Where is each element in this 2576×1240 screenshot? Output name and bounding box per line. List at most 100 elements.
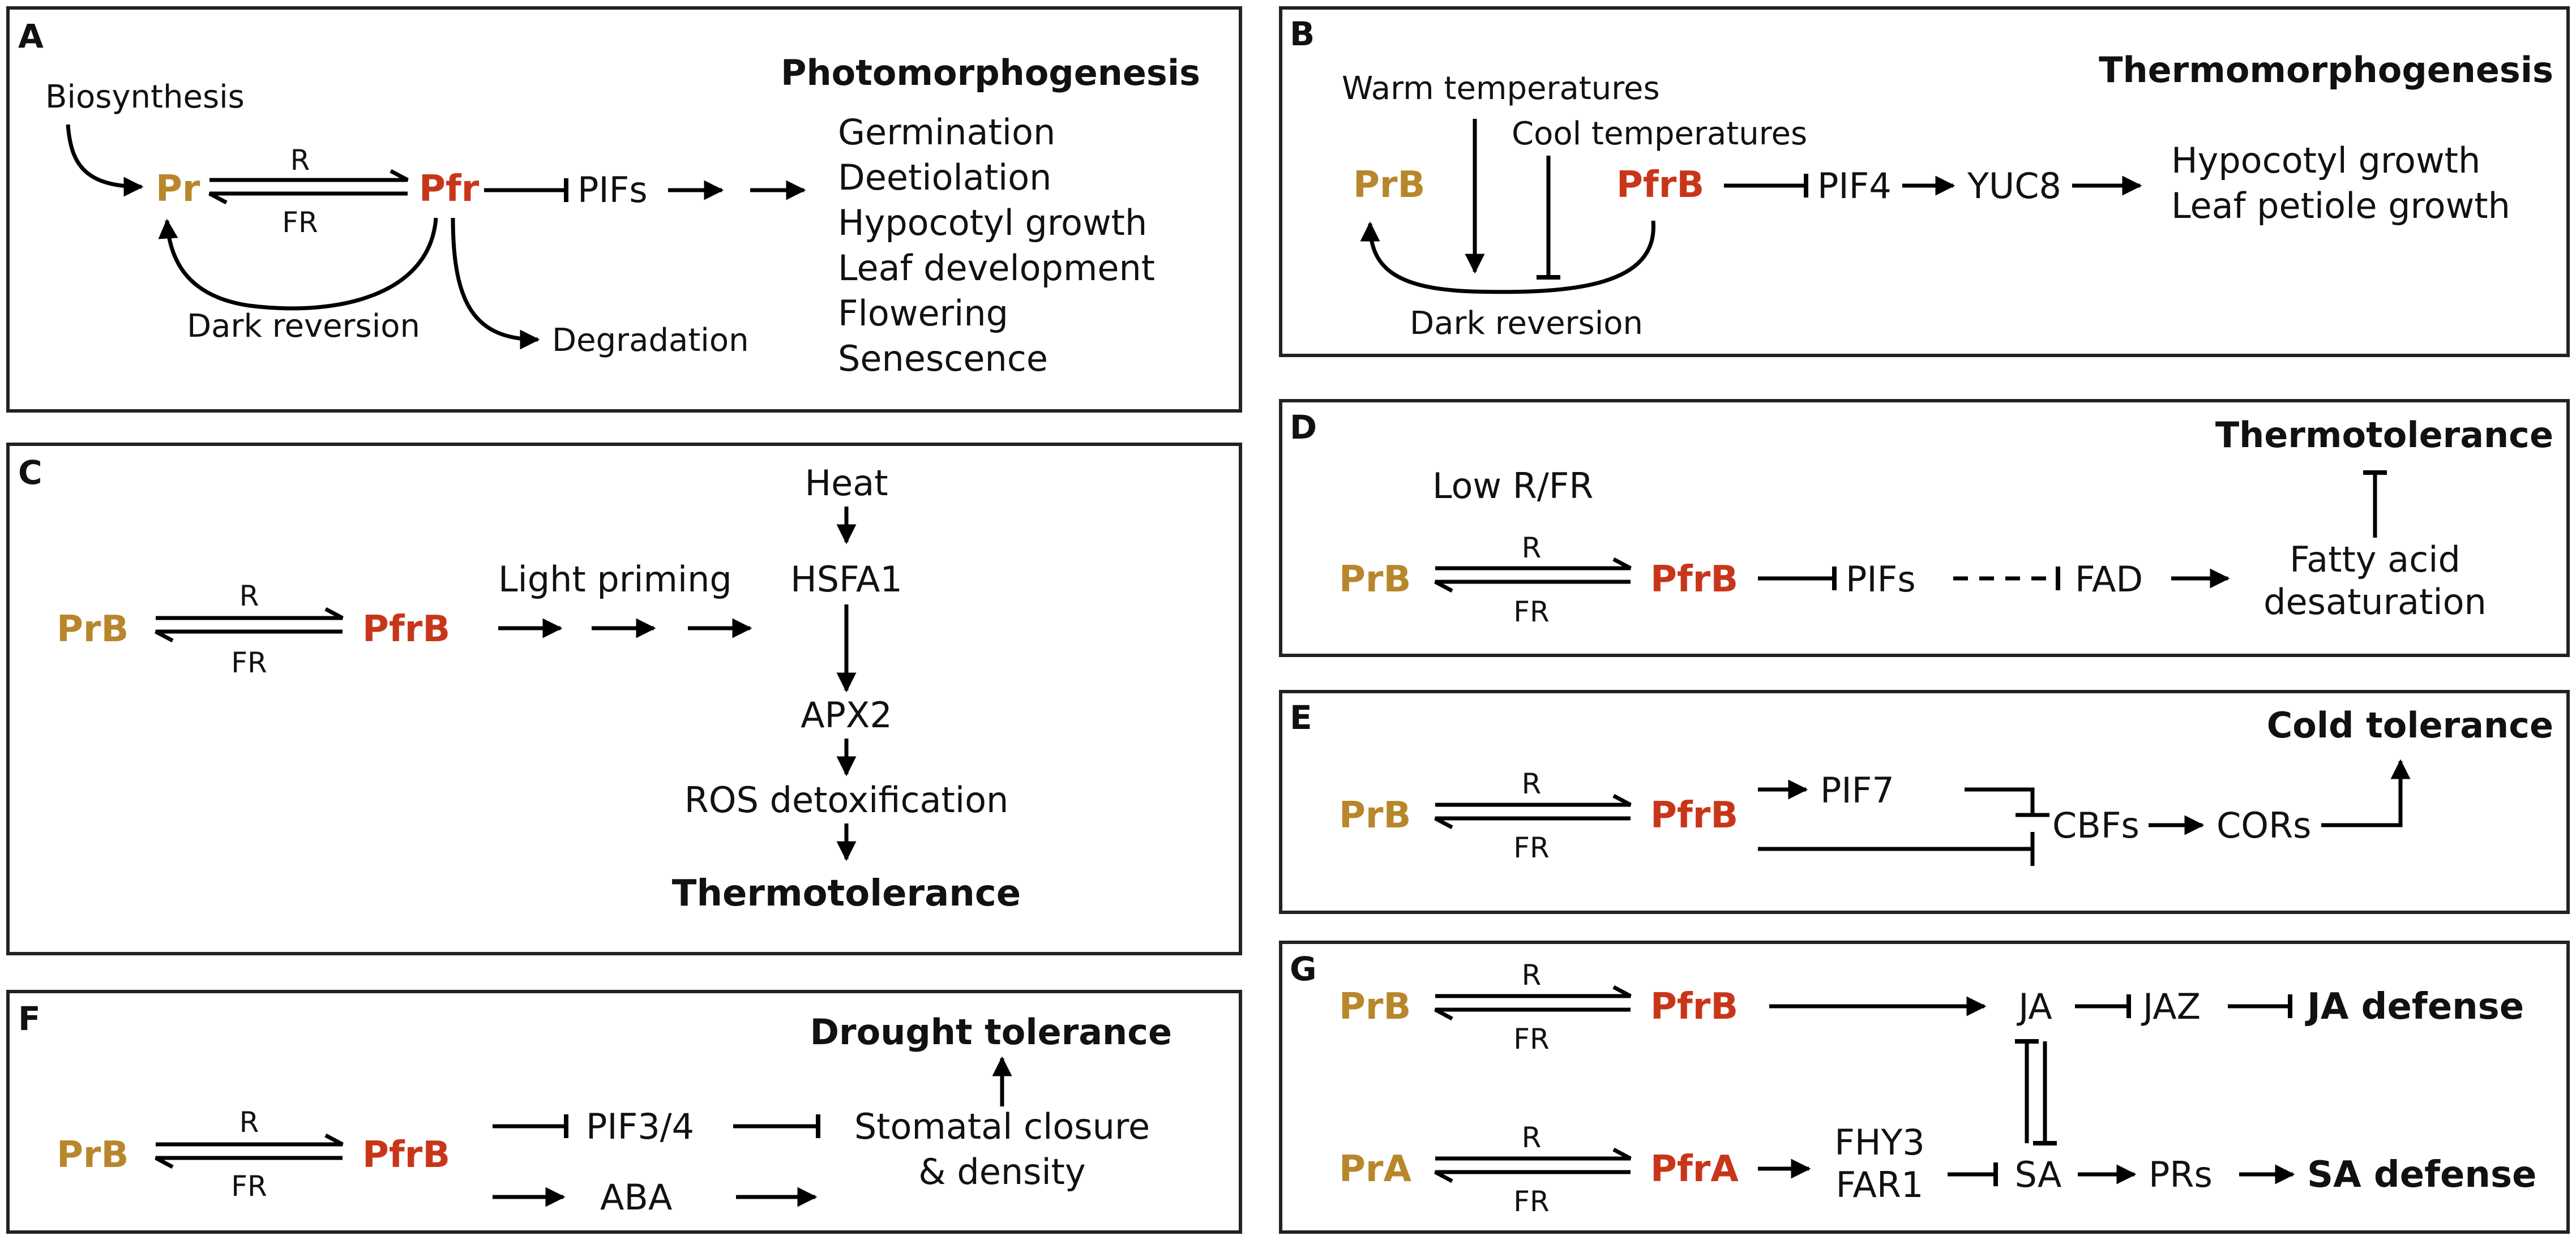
panel-f: F Drought tolerance PrB R FR PfrB PIF3/4… (6, 990, 1242, 1234)
pfrb-label: PfrB (1616, 164, 1704, 206)
outcome-leaf-development: Leaf development (838, 247, 1155, 289)
prb-label-c: PrB (57, 608, 129, 650)
pfrb-label-d: PfrB (1650, 559, 1738, 600)
panel-e: E Cold tolerance PrB R FR PfrB PIF7 CBFs… (1279, 690, 2570, 914)
stomatal-density-label: & density (918, 1151, 1085, 1192)
panel-a-letter: A (18, 17, 44, 55)
apx2-label: APX2 (801, 694, 892, 736)
fr-label-c: FR (231, 646, 267, 679)
fhy3-label: FHY3 (1834, 1122, 1925, 1163)
cool-temperatures-label: Cool temperatures (1512, 115, 1807, 152)
outcome-senescence: Senescence (838, 338, 1048, 379)
desaturation-label: desaturation (2263, 581, 2487, 623)
pr-label: Pr (156, 168, 200, 210)
fatty-acid-label: Fatty acid (2290, 539, 2461, 580)
cors-arrow (2321, 759, 2411, 827)
panel-b: B Thermomorphogenesis Warm temperatures … (1279, 6, 2570, 357)
hsfa1-label: HSFA1 (790, 559, 902, 600)
outcome-germination: Germination (838, 111, 1055, 153)
panel-d: D Thermotolerance Low R/FR PrB R FR PfrB… (1279, 399, 2570, 657)
r-fr-equilibrium-f: R FR (155, 1106, 344, 1203)
r-label-e: R (1522, 767, 1542, 800)
fr-label-g-bottom: FR (1513, 1185, 1550, 1218)
panel-c-letter: C (18, 453, 42, 492)
pfrb-label-c: PfrB (362, 608, 450, 650)
r-label-g-top: R (1522, 959, 1542, 992)
heat-label: Heat (805, 462, 888, 504)
prs-label: PRs (2149, 1154, 2213, 1195)
outcome-leaf-petiole-growth: Leaf petiole growth (2171, 185, 2510, 226)
dark-reversion-label-b: Dark reversion (1410, 305, 1643, 342)
low-rfr-label: Low R/FR (1432, 465, 1594, 507)
panel-g: G PrB R FR PfrB JA JAZ JA defense PrA R … (1279, 941, 2570, 1234)
r-label-d: R (1522, 531, 1542, 564)
pfrb-label-g: PfrB (1650, 986, 1738, 1028)
r-fr-equilibrium: R FR (208, 144, 409, 239)
pfra-label-g: PfrA (1650, 1148, 1739, 1190)
biosynthesis-arrow (66, 124, 144, 197)
panel-a-title: Photomorphogenesis (781, 52, 1200, 93)
pfrb-label-e: PfrB (1650, 795, 1738, 836)
pif34-label: PIF3/4 (586, 1106, 694, 1147)
photomorphogenesis-outcomes: Germination Deetiolation Hypocotyl growt… (838, 111, 1155, 379)
fr-label: FR (282, 206, 318, 239)
panel-d-letter: D (1290, 408, 1317, 447)
light-priming-label: Light priming (498, 559, 732, 600)
panel-a: A Photomorphogenesis Biosynthesis Pr Pfr… (6, 6, 1242, 413)
biosynthesis-label: Biosynthesis (45, 79, 245, 115)
outcome-flowering: Flowering (838, 293, 1008, 334)
warm-temperatures-label: Warm temperatures (1342, 70, 1660, 107)
prb-label-e: PrB (1339, 795, 1411, 836)
panel-b-title: Thermomorphogenesis (2099, 49, 2553, 91)
ros-detoxification-label: ROS detoxification (684, 779, 1009, 821)
r-label-f: R (239, 1106, 259, 1139)
panel-c: C PrB R FR PfrB Light priming Heat HSFA1… (6, 443, 1242, 955)
thermotolerance-outcome-c: Thermotolerance (672, 873, 1021, 915)
prb-label-g: PrB (1339, 986, 1411, 1028)
sa-defense-label: SA defense (2307, 1154, 2536, 1196)
panel-b-letter: B (1290, 15, 1315, 53)
r-label-g-bottom: R (1522, 1121, 1542, 1154)
jaz-label: JAZ (2141, 986, 2201, 1027)
dark-reversion-arrow (158, 217, 438, 311)
panel-g-letter: G (1290, 950, 1317, 988)
yuc8-label: YUC8 (1967, 165, 2061, 207)
r-fr-equilibrium-g-top: R FR (1434, 959, 1632, 1055)
fad-label: FAD (2075, 559, 2143, 600)
fr-label-d: FR (1513, 595, 1550, 628)
prb-label-f: PrB (57, 1134, 129, 1176)
pra-label-g: PrA (1339, 1148, 1411, 1190)
degradation-arrow (451, 217, 540, 350)
panel-d-title: Thermotolerance (2215, 414, 2553, 456)
degradation-label: Degradation (552, 322, 749, 359)
outcome-hypocotyl-growth-b: Hypocotyl growth (2171, 140, 2480, 181)
r-fr-equilibrium-d: R FR (1434, 531, 1632, 628)
r-label: R (290, 144, 310, 177)
aba-label: ABA (600, 1177, 672, 1218)
prb-label-d: PrB (1339, 559, 1411, 600)
panel-e-letter: E (1290, 698, 1312, 737)
pif7-inhibits-cbfs (1965, 787, 2035, 815)
r-label-c: R (239, 580, 259, 612)
r-fr-equilibrium-c: R FR (155, 580, 344, 679)
cors-label: CORs (2216, 805, 2311, 846)
stomatal-closure-label: Stomatal closure (854, 1106, 1150, 1147)
pifs-label: PIFs (577, 169, 648, 211)
pfr-label: Pfr (419, 168, 480, 210)
prb-label: PrB (1353, 164, 1425, 206)
panel-f-title: Drought tolerance (810, 1011, 1172, 1053)
pfrb-label-f: PfrB (362, 1134, 450, 1176)
r-fr-equilibrium-e: R FR (1434, 767, 1632, 864)
sa-label: SA (2015, 1154, 2062, 1195)
pifs-label-d: PIFs (1846, 559, 1916, 600)
cbfs-label: CBFs (2052, 805, 2139, 846)
pif7-label: PIF7 (1820, 770, 1894, 811)
fr-label-f: FR (231, 1170, 267, 1203)
dark-reversion-arrow-b (1360, 220, 1655, 294)
outcome-hypocotyl-growth: Hypocotyl growth (838, 202, 1147, 243)
panel-f-letter: F (18, 999, 41, 1038)
panel-e-title: Cold tolerance (2267, 705, 2553, 746)
ja-defense-label: JA defense (2305, 986, 2524, 1028)
ja-label: JA (2016, 986, 2052, 1027)
outcome-deetiolation: Deetiolation (838, 157, 1051, 198)
